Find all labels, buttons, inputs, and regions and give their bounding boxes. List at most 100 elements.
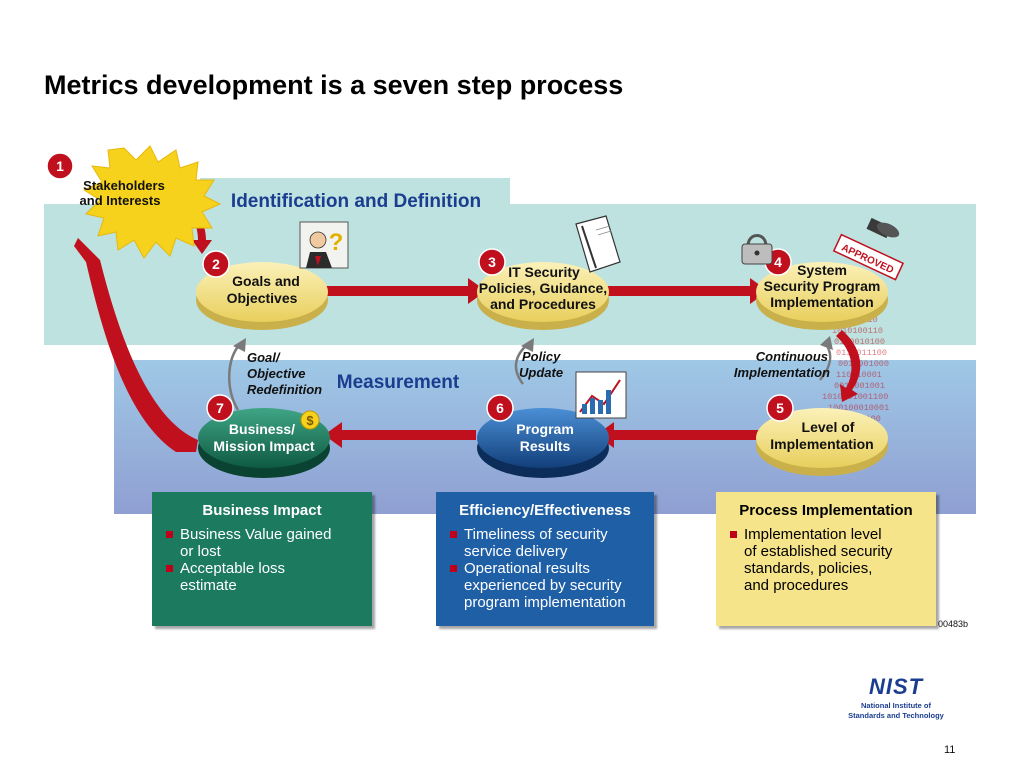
policy-document-icon	[575, 215, 621, 273]
bullet-icon	[730, 531, 737, 538]
step-2-badge: 2	[202, 250, 230, 278]
step-6-oval	[477, 408, 609, 478]
step-7-number: 7	[216, 400, 224, 416]
nist-logo-line1: National Institute of	[861, 701, 931, 710]
business-impact-box: Business Impact Business Value gained or…	[152, 492, 372, 626]
binary-line: 0110010100	[834, 337, 885, 347]
step-3-label: IT Security	[508, 264, 580, 280]
step-3-number: 3	[488, 254, 496, 270]
step-5-oval	[756, 408, 888, 476]
list-item: Business Value gained or lost	[166, 526, 366, 560]
step-6-number: 6	[496, 400, 504, 416]
list-item: Timeliness of security service delivery	[450, 526, 648, 560]
list-item: Acceptable loss estimate	[166, 560, 366, 594]
step-5-badge: 5	[766, 394, 794, 422]
step-2-oval	[196, 262, 328, 330]
feedback-arrow	[74, 238, 198, 452]
step-2-label: Objectives	[227, 290, 298, 306]
step-6-label: Program	[516, 421, 574, 437]
bullet-text: and procedures	[744, 577, 849, 594]
step-5-label: Level of	[802, 419, 855, 435]
svg-text:$: $	[306, 413, 314, 428]
dollar-icon: $	[300, 410, 320, 430]
bullet-text: program implementation	[464, 594, 626, 611]
step-4-label: Security Program	[764, 278, 881, 294]
step-5-label: Implementation	[770, 436, 873, 452]
bullet-text: or lost	[180, 543, 221, 560]
binary-line: 0011001000	[838, 359, 889, 369]
bullet-icon	[450, 565, 457, 572]
efficiency-box: Efficiency/Effectiveness Timeliness of s…	[436, 492, 654, 626]
bullet-text: Operational results	[464, 560, 590, 577]
policy-update-label: Policy	[522, 349, 561, 364]
list-item: Implementation level of established secu…	[730, 526, 930, 594]
step-2-label: Goals and	[232, 273, 300, 289]
step-3-label: and Procedures	[490, 296, 596, 312]
bullet-text: Business Value gained	[180, 526, 332, 543]
bullet-text: experienced by security	[464, 577, 622, 594]
bullet-text: estimate	[180, 577, 237, 594]
results-chart-icon	[575, 371, 627, 419]
step-4-number: 4	[774, 254, 782, 270]
step-2-number: 2	[212, 256, 220, 272]
process-implementation-box: Process Implementation Implementation le…	[716, 492, 936, 626]
nist-logo-wordmark: NIST	[868, 674, 924, 699]
step-1-label: and Interests	[80, 193, 161, 208]
step-4-oval	[756, 262, 888, 330]
binary-line: 100100010001	[828, 403, 889, 413]
bullet-icon	[166, 565, 173, 572]
goal-redefinition-label: Goal/	[247, 350, 281, 365]
bullet-text: standards, policies,	[744, 560, 873, 577]
measurement-title: Measurement	[337, 372, 460, 393]
bullet-icon	[450, 531, 457, 538]
goal-redefinition-label: Objective	[247, 366, 306, 381]
business-impact-title: Business Impact	[202, 502, 322, 519]
thinking-person-icon: ?	[299, 221, 349, 269]
step-3-oval	[477, 262, 609, 330]
step-4-label: System	[797, 262, 847, 278]
binary-line: 0110011100	[836, 348, 887, 358]
efficiency-title: Efficiency/Effectiveness	[459, 502, 631, 519]
svg-text:?: ?	[329, 229, 344, 256]
goal-redefinition-label: Redefinition	[247, 382, 322, 397]
nist-logo: NIST National Institute of Standards and…	[836, 676, 956, 726]
step-7-label: Business/	[229, 421, 295, 437]
binary-line: 0010001001	[834, 381, 885, 391]
process-implementation-title: Process Implementation	[739, 502, 913, 519]
identification-title: Identification and Definition	[231, 191, 481, 212]
list-item: Operational results experienced by secur…	[450, 560, 648, 611]
step-1-number: 1	[56, 158, 64, 174]
nist-logo-line2: Standards and Technology	[848, 711, 944, 720]
figure-code: 00483b	[938, 619, 969, 629]
bullet-text: Implementation level	[744, 526, 882, 543]
slide-title: Metrics development is a seven step proc…	[44, 70, 624, 100]
bullet-text: service delivery	[464, 543, 568, 560]
step-3-label: Policies, Guidance,	[479, 280, 607, 296]
step-6-label: Results	[520, 438, 571, 454]
step-1-starburst	[82, 145, 222, 259]
continuous-implementation-label: Implementation	[734, 365, 830, 380]
page-number: 11	[944, 744, 956, 756]
step-7-badge: 7	[206, 394, 234, 422]
bullet-icon	[166, 531, 173, 538]
bullet-text: of established security	[744, 543, 893, 560]
padlock-icon	[741, 234, 773, 265]
step-4-label: Implementation	[770, 294, 873, 310]
step-5-number: 5	[776, 400, 784, 416]
continuous-implementation-label: Continuous	[756, 349, 828, 364]
step-1-badge: 1	[46, 152, 74, 180]
policy-update-label: Update	[519, 365, 563, 380]
step-3-badge: 3	[478, 248, 506, 276]
arrow-2-to-3	[318, 278, 486, 304]
binary-line: 1010100110	[832, 326, 883, 336]
arrow-4-to-5	[836, 330, 861, 402]
step-6-badge: 6	[486, 394, 514, 422]
bullet-text: Acceptable loss	[180, 560, 286, 577]
bullet-text: Timeliness of security	[464, 526, 608, 543]
binary-line: 1010001001100	[822, 392, 888, 402]
step-7-oval	[198, 408, 330, 478]
arrow-6-to-7	[324, 422, 476, 448]
step-7-label: Mission Impact	[213, 438, 314, 454]
step-1-label: Stakeholders	[83, 178, 165, 193]
